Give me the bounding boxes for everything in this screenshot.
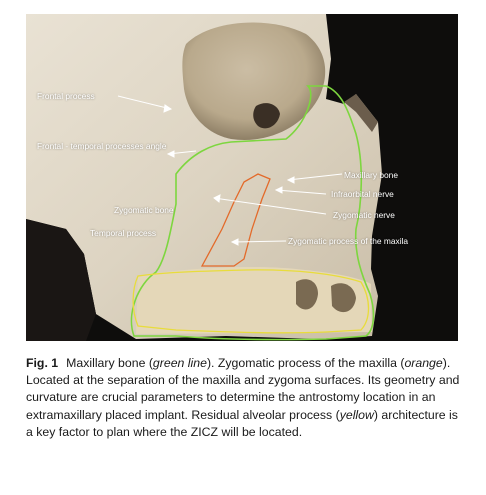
alveolar-process-outline: [132, 269, 370, 334]
nasal-aperture-edge: [344, 94, 378, 132]
label-zygomatic-nerve: Zygomatic nerve: [333, 210, 395, 220]
caption-emphasis-green: green line: [152, 356, 207, 370]
orbit-fissure: [253, 103, 280, 129]
maxillary-bone-outline: [130, 85, 375, 341]
caption-emphasis-yellow: yellow: [339, 407, 374, 422]
orbit-cavity: [182, 22, 326, 140]
caption-figure-number: Fig. 1: [26, 356, 59, 370]
label-frontal-temporal-angle: Frontal - temporal processes angle: [37, 141, 167, 151]
figure-caption: Fig. 1 Maxillary bone (green line). Zygom…: [26, 355, 460, 441]
label-zygomatic-process-maxila: Zygomatic process of the maxila: [288, 236, 409, 246]
caption-text: Maxillary bone (: [66, 356, 153, 370]
caption-text: ). Zygomatic process of the maxilla (: [206, 356, 405, 370]
zygomatic-process-outline: [200, 173, 271, 267]
label-temporal-process: Temporal process: [90, 228, 157, 238]
label-maxillary-bone: Maxillary bone: [344, 170, 398, 180]
caption-emphasis-orange: orange: [404, 356, 443, 370]
skull-illustration: [26, 14, 382, 341]
caption-text: ). Located at the separation of the maxi…: [26, 356, 460, 422]
temporal-fossa-shadow: [26, 219, 96, 341]
caption-text: ) architecture is a key factor to plan w…: [26, 407, 458, 439]
pointer-arrows: [117, 95, 343, 246]
skull-photo: Frontal process Frontal - temporal proce…: [26, 14, 458, 341]
tooth-root-cavity: [296, 279, 318, 310]
label-frontal-process: Frontal process: [37, 91, 95, 101]
label-zygomatic-bone: Zygomatic bone: [114, 205, 174, 215]
tooth-root-cavity: [331, 283, 356, 313]
label-infraorbital-nerve: Infraorbital nerve: [331, 189, 394, 199]
